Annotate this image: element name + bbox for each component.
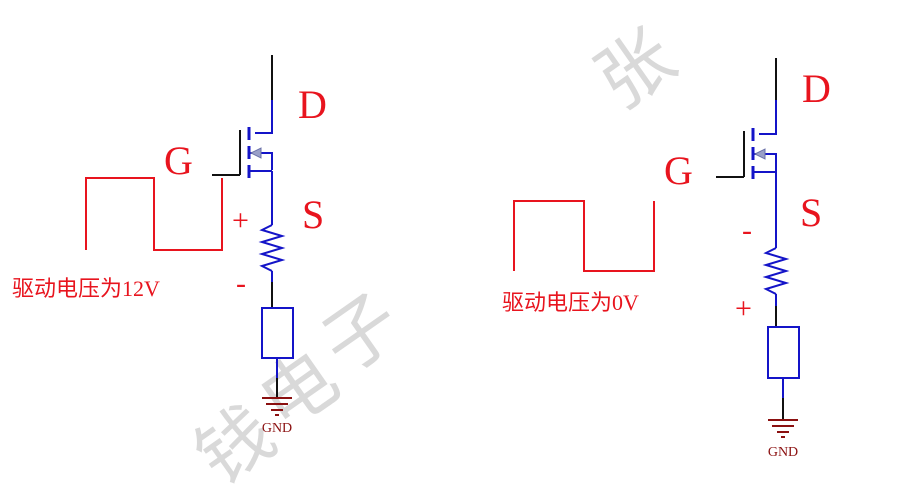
pin-label-drain: D [298,82,327,127]
pin-label-drain: D [802,66,831,111]
watermark-char-1: 张 [583,15,691,125]
circuit-left: GND D G S + - 驱动电压为12V [12,55,327,436]
pin-label-source: S [800,190,822,235]
drain-connection [759,100,777,135]
mosfet-symbol [212,127,273,178]
ground-symbol [262,397,292,416]
resistor [762,247,790,295]
polarity-lower: + [735,292,752,325]
watermark: 张 钱 电 子 [182,15,690,488]
drive-waveform [513,200,655,272]
resistor [258,224,286,272]
drive-voltage-label: 驱动电压为0V [502,290,639,315]
polarity-upper: - [742,214,752,247]
gnd-label: GND [262,421,292,436]
pin-label-source: S [302,192,324,237]
drive-voltage-label: 驱动电压为12V [12,276,160,301]
gnd-label: GND [768,445,798,460]
pin-label-gate: G [164,138,193,183]
drive-waveform [85,177,223,251]
load-block [767,326,800,379]
polarity-lower: - [236,267,246,300]
circuit-right: GND D G S - + 驱动电压为0V [502,58,831,460]
ground-symbol [768,419,798,438]
pin-label-gate: G [664,148,693,193]
polarity-upper: + [232,204,249,237]
mosfet-symbol [716,128,777,179]
drain-connection [255,100,273,134]
